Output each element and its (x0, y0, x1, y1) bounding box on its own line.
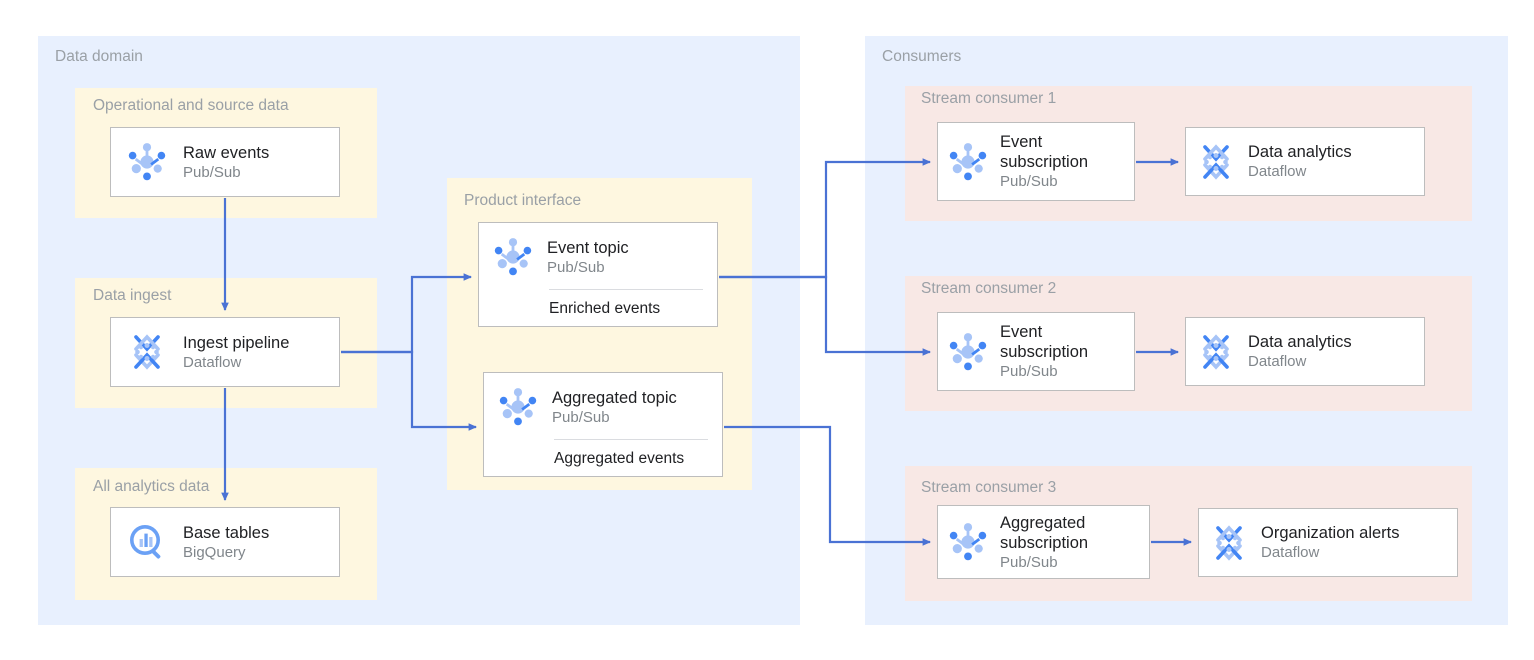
card-title: Raw events (183, 143, 270, 162)
card-footer: Aggregated events (554, 450, 685, 467)
card-subtitle: Dataflow (183, 353, 242, 371)
card-divider (554, 439, 708, 440)
card-footer: Enriched events (549, 300, 661, 317)
card-aggregated-topic[interactable]: Aggregated topic Pub/Sub Aggregated even… (483, 372, 723, 477)
card-event-topic[interactable]: Event topic Pub/Sub Enriched events (478, 222, 718, 327)
card-title: Event subscription (1000, 323, 1089, 361)
card-subtitle: Dataflow (1248, 353, 1307, 370)
card-base-tables[interactable]: Base tables BigQuery (110, 507, 340, 577)
card-subtitle: Pub/Sub (552, 408, 610, 426)
card-subtitle: Pub/Sub (547, 258, 605, 276)
card-ingest-pipeline[interactable]: Ingest pipeline Dataflow (110, 317, 340, 387)
card-subtitle: Dataflow (1261, 544, 1320, 561)
group-stream-consumer-1-title: Stream consumer 1 (921, 90, 1057, 107)
card-title: Event subscription (1000, 133, 1089, 171)
group-stream-consumer-3-title: Stream consumer 3 (921, 479, 1057, 496)
pubsub-icon (946, 520, 990, 564)
pubsub-icon (946, 140, 990, 184)
card-subtitle: Pub/Sub (183, 163, 241, 181)
card-title: Aggregated subscription (1000, 513, 1089, 552)
dataflow-icon (1194, 140, 1238, 184)
card-event-subscription-2[interactable]: Event subscription Pub/Sub (937, 312, 1135, 391)
card-subtitle: Pub/Sub (1000, 553, 1058, 571)
dataflow-icon (1207, 521, 1251, 565)
card-data-analytics-1[interactable]: Data analytics Dataflow (1185, 127, 1425, 196)
card-organization-alerts-3[interactable]: Organization alerts Dataflow (1198, 508, 1458, 577)
card-subtitle: Dataflow (1248, 163, 1307, 180)
card-raw-events[interactable]: Raw events Pub/Sub (110, 127, 340, 197)
card-aggregated-subscription-3[interactable]: Aggregated subscription Pub/Sub (937, 505, 1150, 579)
card-subtitle: Pub/Sub (1000, 363, 1058, 380)
group-operational-title: Operational and source data (93, 97, 289, 114)
card-divider (549, 289, 703, 290)
pubsub-icon (946, 330, 990, 374)
card-title: Ingest pipeline (183, 333, 290, 352)
card-title: Base tables (183, 523, 270, 542)
card-subtitle: BigQuery (183, 543, 246, 561)
card-event-subscription-1[interactable]: Event subscription Pub/Sub (937, 122, 1135, 201)
panel-data-domain-title: Data domain (55, 48, 143, 65)
group-stream-consumer-2-title: Stream consumer 2 (921, 280, 1057, 297)
card-title: Organization alerts (1261, 524, 1400, 542)
bigquery-icon (125, 520, 169, 564)
card-title: Data analytics (1248, 333, 1352, 351)
card-title: Data analytics (1248, 143, 1352, 161)
card-subtitle: Pub/Sub (1000, 173, 1058, 190)
dataflow-icon (125, 330, 169, 374)
group-all-analytics-title: All analytics data (93, 478, 210, 495)
card-title: Event topic (547, 238, 629, 257)
dataflow-icon (1194, 330, 1238, 374)
card-data-analytics-2[interactable]: Data analytics Dataflow (1185, 317, 1425, 386)
group-product-interface-title: Product interface (464, 192, 582, 209)
pubsub-icon (491, 235, 535, 279)
panel-consumers-title: Consumers (882, 48, 962, 65)
group-data-ingest-title: Data ingest (93, 287, 172, 304)
card-title: Aggregated topic (552, 388, 677, 407)
pubsub-icon (496, 385, 540, 429)
pubsub-icon (125, 140, 169, 184)
